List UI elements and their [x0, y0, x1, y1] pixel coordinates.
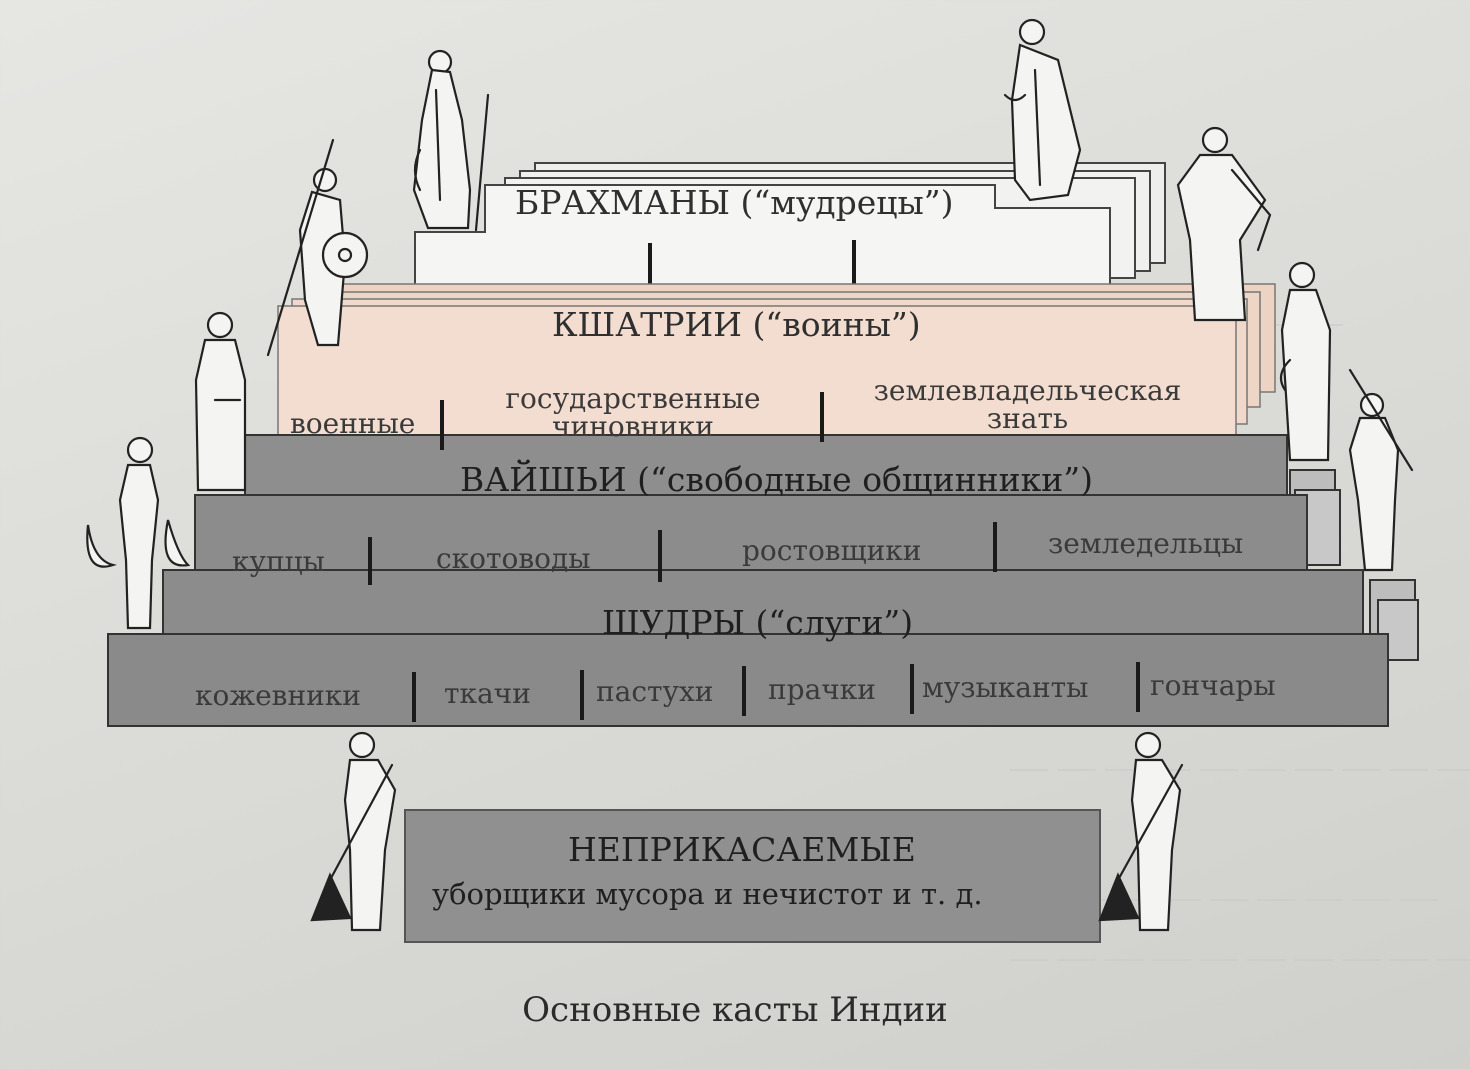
untouchable-sweeper-icon: [312, 733, 395, 930]
brahmin-figure-icon: [414, 51, 488, 230]
shudras-group-musicians: музыканты: [922, 674, 1088, 702]
untouchables-title: НЕПРИКАСАЕМЫЕ: [568, 830, 916, 869]
shudras-group-laundresses: прачки: [768, 676, 876, 704]
shudras-divider: [580, 670, 584, 720]
untouchables-subtitle: уборщики мусора и нечистот и т. д.: [432, 877, 983, 911]
vaishyas-group-farmers: земледельцы: [1048, 530, 1243, 558]
kshatriyas-title: КШАТРИИ (“воины”): [552, 305, 921, 344]
vaishyas-divider: [993, 522, 997, 572]
shudras-divider: [412, 672, 416, 722]
vaishyas-group-merchants: купцы: [232, 548, 325, 576]
vaishyas-title: ВАЙШЬИ (“свободные общинники”): [460, 460, 1093, 499]
shudras-group-shepherds: пастухи: [596, 678, 713, 706]
kshatriyas-group-officials: государственные чиновники: [478, 385, 788, 441]
shudras-divider: [1136, 662, 1140, 712]
shudras-group-weavers: ткачи: [444, 680, 531, 708]
kshatriyas-group-military: военные: [290, 410, 415, 438]
vaishyas-divider: [658, 530, 662, 582]
kshatriyas-group-nobility: землевладельческая знать: [840, 377, 1215, 433]
brahmin-figure-icon: [1005, 20, 1080, 200]
shudras-divider: [742, 666, 746, 716]
untouchable-sweeper-icon: [1100, 733, 1182, 930]
shudras-group-tanners: кожевники: [195, 682, 361, 710]
figure-caption: Основные касты Индии: [0, 990, 1470, 1030]
shudras-divider: [910, 664, 914, 714]
vaishyas-divider: [368, 537, 372, 585]
shudras-group-potters: гончары: [1150, 672, 1276, 700]
brahmins-title: БРАХМАНЫ (“мудрецы”): [515, 183, 954, 222]
kshatriyas-divider: [820, 392, 824, 442]
kshatriyas-divider: [440, 400, 444, 450]
vaishyas-group-moneylenders: ростовщики: [742, 537, 921, 565]
vaishyas-group-herders: скотоводы: [436, 545, 591, 573]
vaishya-figure-icon: [196, 313, 245, 490]
warrior-figure-icon: [1350, 370, 1412, 570]
vaishya-figure-icon: [1281, 263, 1330, 460]
shudras-title: ШУДРЫ (“слуги”): [602, 603, 913, 642]
